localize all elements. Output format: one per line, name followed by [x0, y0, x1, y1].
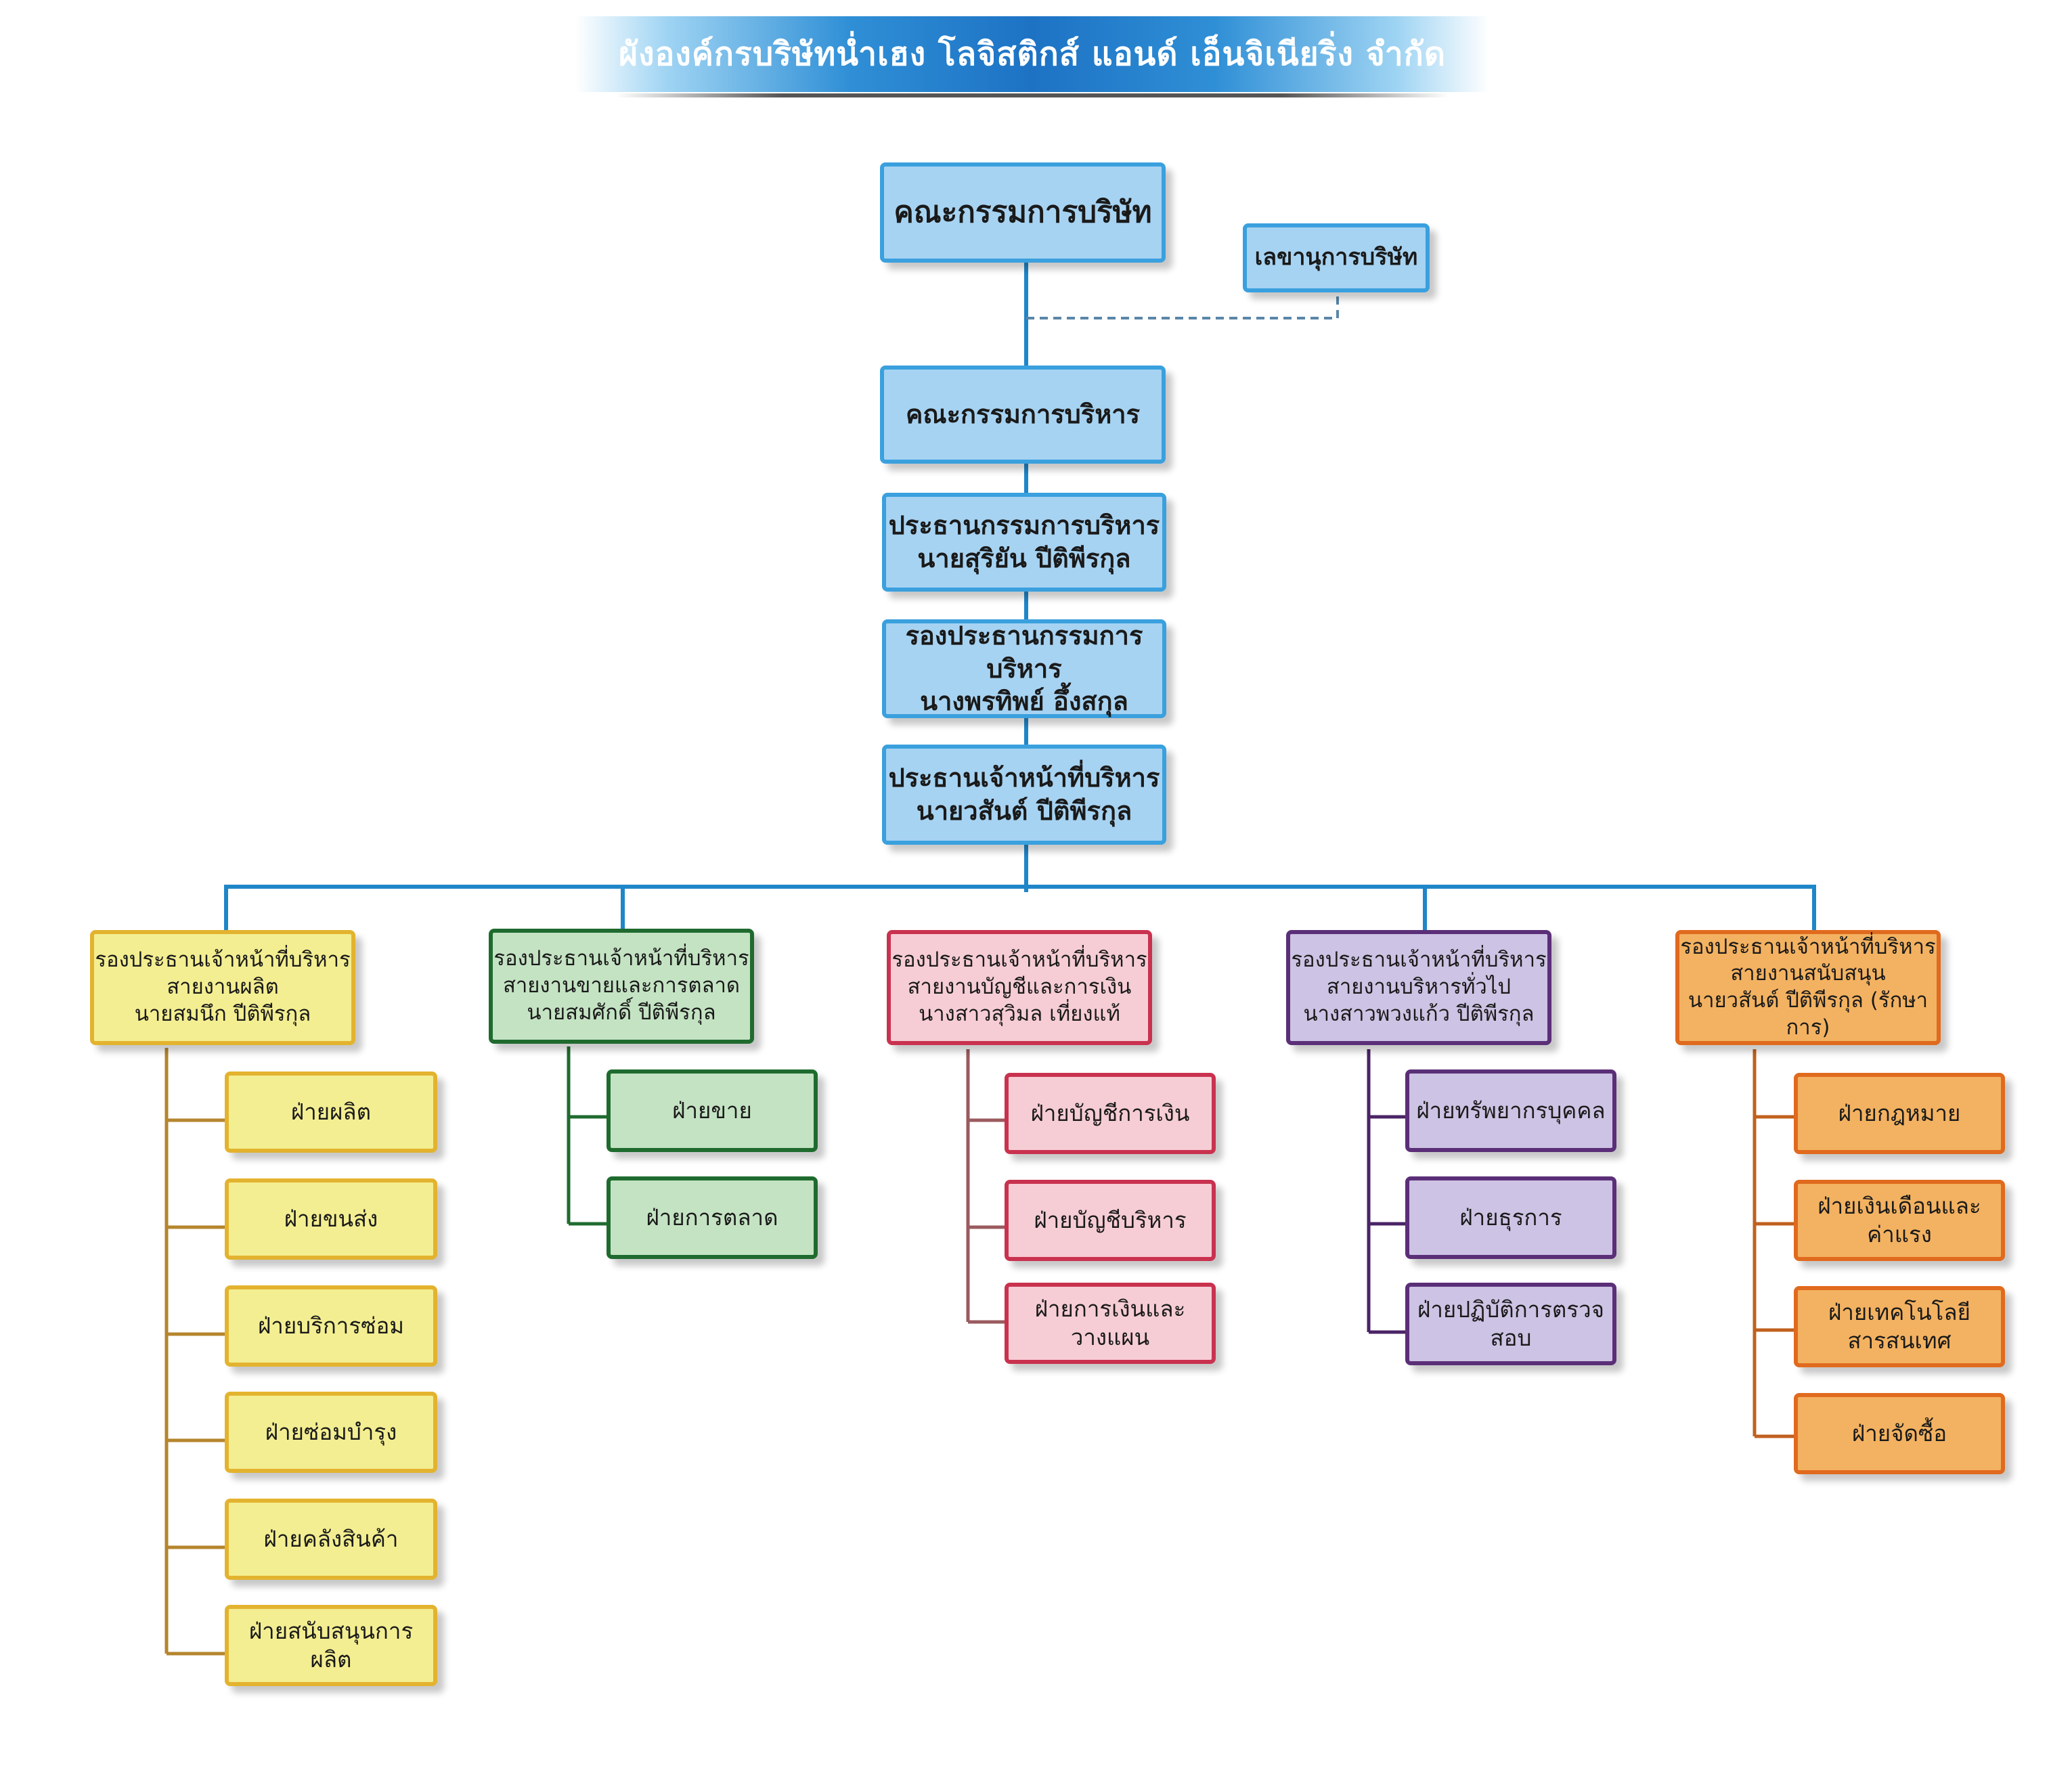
- dept-box: ฝ่ายธุรการ: [1405, 1176, 1616, 1259]
- vp-division: สายงานผลิต: [167, 975, 279, 1000]
- chairman-box: ประธานกรรมการบริหาร นายสุริยัน ปีติพีรกุ…: [882, 493, 1166, 592]
- branch-tree-sales: [567, 1046, 609, 1226]
- dept-box: ฝ่ายบัญชีการเงิน: [1005, 1073, 1216, 1154]
- vp-name: นางสาวพวงแก้ว ปีติพีรกุล: [1303, 1001, 1535, 1026]
- dept-label: ฝ่ายสนับสนุนการผลิต: [248, 1617, 414, 1673]
- ceo-box: ประธานเจ้าหน้าที่บริหาร นายวสันต์ ปีติพี…: [882, 745, 1166, 845]
- dept-label: ฝ่ายผลิต: [290, 1098, 372, 1125]
- dept-label: ฝ่ายเทคโนโลยีสารสนเทศ: [1828, 1298, 1970, 1354]
- vp-division: สายงานบริหารทั่วไป: [1326, 975, 1512, 1000]
- secretary-label: เลขานุการบริษัท: [1254, 244, 1418, 271]
- dept-box: ฝ่ายบัญชีบริหาร: [1005, 1180, 1216, 1261]
- vp-name: นายสมศักดิ์ ปีติพีรกุล: [527, 1000, 716, 1025]
- dept-box: ฝ่ายคลังสินค้า: [225, 1499, 437, 1580]
- ceo-title: ประธานเจ้าหน้าที่บริหาร: [888, 763, 1160, 793]
- vp-title: รองประธานเจ้าหน้าที่บริหาร: [95, 948, 351, 973]
- dept-box: ฝ่ายการเงินและวางแผน: [1005, 1283, 1216, 1364]
- vp-division: สายงานขายและการตลาด: [502, 973, 741, 998]
- secretary-dashed-line: [1026, 291, 1339, 319]
- secretary-box: เลขานุการบริษัท: [1243, 223, 1430, 292]
- dept-label: ฝ่ายทรัพยากรบุคคล: [1416, 1097, 1606, 1124]
- dept-box: ฝ่ายปฏิบัติการตรวจสอบ: [1405, 1283, 1616, 1365]
- executive-committee-box: คณะกรรมการบริหาร: [880, 366, 1166, 464]
- dept-box: ฝ่ายทรัพยากรบุคคล: [1405, 1069, 1616, 1152]
- branch-tree-admin: [1367, 1049, 1408, 1334]
- dept-box: ฝ่ายจัดซื้อ: [1794, 1393, 2005, 1474]
- executive-committee-label: คณะกรรมการบริหาร: [905, 399, 1141, 430]
- vp-title: รองประธานเจ้าหน้าที่บริหาร: [1291, 948, 1547, 973]
- dept-label: ฝ่ายบัญชีบริหาร: [1034, 1206, 1187, 1233]
- dept-label: ฝ่ายการเงินและวางแผน: [1034, 1295, 1186, 1350]
- board-label: คณะกรรมการบริษัท: [894, 194, 1152, 229]
- dept-box: ฝ่ายสนับสนุนการผลิต: [225, 1605, 437, 1686]
- dept-box: ฝ่ายเงินเดือนและค่าแรง: [1794, 1180, 2005, 1261]
- vp-division: สายงานสนับสนุน: [1730, 961, 1886, 986]
- vp-name: นายสมนึก ปีติพีรกุล: [134, 1001, 311, 1026]
- dept-label: ฝ่ายบัญชีการเงิน: [1030, 1099, 1190, 1126]
- vp-production-box: รองประธานเจ้าหน้าที่บริหาร สายงานผลิต นา…: [90, 930, 355, 1045]
- dept-label: ฝ่ายปฏิบัติการตรวจสอบ: [1417, 1296, 1604, 1351]
- dept-label: ฝ่ายบริการซ่อม: [257, 1312, 405, 1339]
- dept-box: ฝ่ายขาย: [607, 1069, 818, 1152]
- dept-label: ฝ่ายขาย: [672, 1097, 752, 1124]
- vp-division: สายงานบัญชีและการเงิน: [907, 975, 1132, 1000]
- dept-box: ฝ่ายผลิต: [225, 1071, 437, 1153]
- ceo-name: นายวสันต์ ปีติพีรกุล: [916, 796, 1132, 826]
- branch-tree-production: [164, 1048, 227, 1656]
- vice-chairman-name: นางพรทิพย์ อึ้งสกุล: [920, 686, 1128, 717]
- vice-chairman-title: รองประธานกรรมการบริหาร: [905, 621, 1143, 684]
- vp-admin-box: รองประธานเจ้าหน้าที่บริหาร สายงานบริหารท…: [1286, 930, 1551, 1045]
- dept-box: ฝ่ายขนส่ง: [225, 1178, 437, 1260]
- dept-box: ฝ่ายเทคโนโลยีสารสนเทศ: [1794, 1286, 2005, 1367]
- vp-title: รองประธานเจ้าหน้าที่บริหาร: [493, 946, 749, 971]
- vp-title: รองประธานเจ้าหน้าที่บริหาร: [891, 948, 1147, 973]
- branch-tree-support: [1753, 1049, 1797, 1438]
- dept-label: ฝ่ายเงินเดือนและค่าแรง: [1817, 1192, 1981, 1247]
- dept-box: ฝ่ายบริการซ่อม: [225, 1285, 437, 1367]
- dept-label: ฝ่ายจัดซื้อ: [1851, 1419, 1947, 1446]
- dept-label: ฝ่ายซ่อมบำรุง: [265, 1418, 397, 1445]
- dept-label: ฝ่ายการตลาด: [646, 1203, 778, 1231]
- chart-title: ผังองค์กรบริษัทน่ำเฮง โลจิสติกส์ แอนด์ เ…: [618, 35, 1446, 73]
- dept-box: ฝ่ายการตลาด: [607, 1176, 818, 1259]
- vp-sales-box: รองประธานเจ้าหน้าที่บริหาร สายงานขายและก…: [489, 929, 754, 1044]
- dept-label: ฝ่ายขนส่ง: [284, 1205, 378, 1232]
- vp-name: นางสาวสุวิมล เที่ยงแท้: [919, 1001, 1120, 1026]
- chairman-title: ประธานกรรมการบริหาร: [888, 510, 1160, 541]
- branch-tree-finance: [966, 1049, 1007, 1324]
- vice-chairman-box: รองประธานกรรมการบริหาร นางพรทิพย์ อึ้งสก…: [882, 619, 1166, 718]
- dept-box: ฝ่ายซ่อมบำรุง: [225, 1392, 437, 1473]
- vp-finance-box: รองประธานเจ้าหน้าที่บริหาร สายงานบัญชีแล…: [887, 930, 1152, 1045]
- title-banner: ผังองค์กรบริษัทน่ำเฮง โลจิสติกส์ แอนด์ เ…: [575, 16, 1489, 97]
- dept-box: ฝ่ายกฎหมาย: [1794, 1073, 2005, 1154]
- vp-support-box: รองประธานเจ้าหน้าที่บริหาร สายงานสนับสนุ…: [1675, 930, 1941, 1045]
- vp-title: รองประธานเจ้าหน้าที่บริหาร: [1680, 934, 1936, 959]
- dept-label: ฝ่ายธุรการ: [1459, 1203, 1562, 1231]
- dept-label: ฝ่ายคลังสินค้า: [263, 1525, 399, 1552]
- chairman-name: นายสุริยัน ปีติพีรกุล: [917, 544, 1131, 573]
- dept-label: ฝ่ายกฎหมาย: [1838, 1099, 1961, 1126]
- vp-name: นายวสันต์ ปีติพีรกุล (รักษาการ): [1688, 988, 1928, 1040]
- board-box: คณะกรรมการบริษัท: [880, 162, 1166, 263]
